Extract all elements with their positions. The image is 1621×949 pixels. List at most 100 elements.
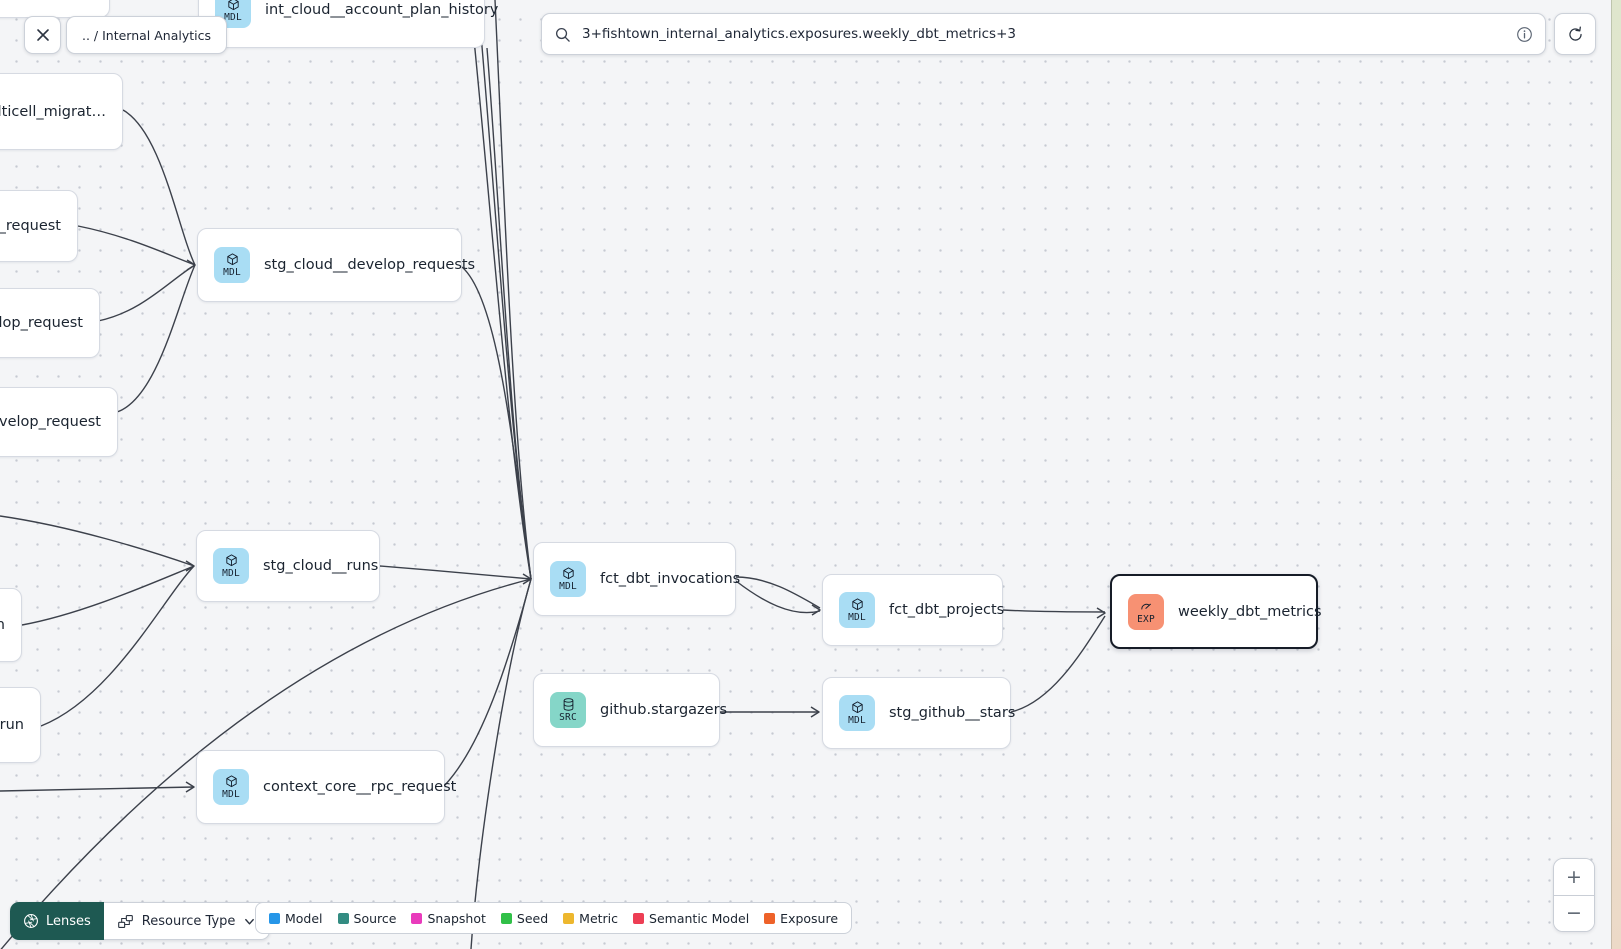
node-label: p_request (0, 218, 61, 234)
edge-arrowhead-icon (810, 706, 820, 718)
edge-arrowhead-icon (185, 560, 195, 572)
close-icon (36, 29, 49, 41)
node-label: multicell_migrat… (0, 103, 106, 120)
lineage-edge (486, 47, 532, 580)
node-label: stg_github__stars (889, 705, 1016, 721)
lineage-edge (735, 576, 821, 609)
lenses-label: Lenses (46, 913, 91, 929)
node-label: run (0, 717, 24, 733)
legend-label: Seed (516, 910, 549, 926)
lineage-edge (1002, 609, 1106, 613)
node-label: int_cloud__account_plan_history (265, 2, 499, 18)
graph-node-github-stargazers[interactable]: SRC github.stargazers (533, 673, 727, 747)
node-label: github.stargazers (600, 702, 728, 718)
legend-swatch (337, 912, 349, 924)
window-edge-strip (1611, 0, 1621, 949)
node-label: weekly_dbt_metrics (1178, 603, 1322, 620)
cube-icon: MDL (550, 561, 586, 597)
cube-icon: MDL (839, 695, 875, 731)
legend-item: Semantic Model (633, 911, 749, 926)
node-label: velop_request (0, 315, 83, 331)
lineage-edge (469, 0, 532, 580)
graph-node-run-partial[interactable]: run (0, 687, 41, 763)
lenses-button[interactable]: Lenses (10, 902, 104, 940)
legend-label: Source (353, 910, 397, 926)
lineage-edge (0, 786, 195, 792)
lineage-edge (97, 264, 196, 322)
lineage-edge (444, 578, 532, 786)
legend-item: Snapshot (411, 910, 486, 926)
resource-type-legend: Model Source Snapshot Seed Metric Semantic Mo… (255, 902, 853, 934)
close-button[interactable] (24, 16, 61, 54)
edge-arrowhead-icon (1096, 607, 1106, 619)
graph-node-weekly-dbt-metrics[interactable]: EXP weekly_dbt_metrics (1110, 574, 1322, 649)
graph-node-stg-cloud-develop-requests[interactable]: MDL stg_cloud__develop_requests (197, 228, 475, 302)
graph-node-develop-request[interactable]: develop_request (0, 387, 118, 457)
edge-arrowhead-icon (811, 604, 821, 616)
node-label: stg_cloud__develop_requests (264, 257, 476, 273)
legend-label: Metric (579, 910, 619, 926)
info-icon[interactable] (1516, 26, 1533, 43)
cube-icon: MDL (213, 769, 249, 805)
node-label: develop_request (0, 414, 101, 430)
legend-item: Model (269, 911, 323, 926)
node-label: stg_cloud__runs (263, 558, 379, 574)
breadcrumb[interactable]: .. / Internal Analytics (66, 16, 228, 54)
lineage-edge (494, 0, 532, 580)
graph-node-n-partial[interactable]: n (0, 588, 22, 662)
edge-arrowhead-icon (522, 573, 532, 585)
node-label: fct_dbt_invocations (600, 571, 741, 587)
search-input[interactable] (580, 25, 1507, 43)
zoom-controls: + − (1553, 858, 1595, 932)
resource-type-icon (117, 914, 133, 928)
cube-icon: MDL (214, 247, 250, 283)
zoom-in-button[interactable]: + (1554, 859, 1594, 896)
node-label: context_core__rpc_request (263, 779, 457, 795)
graph-node-multicell-migrat[interactable]: multicell_migrat… (0, 73, 123, 150)
legend-swatch (563, 912, 575, 924)
lineage-edge (1010, 615, 1106, 713)
edge-arrowhead-icon (186, 259, 196, 271)
graph-node-p-request[interactable]: p_request (0, 190, 78, 262)
refresh-button[interactable] (1554, 13, 1596, 55)
graph-node-stg-github-stars[interactable]: MDL stg_github__stars (822, 677, 1015, 749)
cube-icon: MDL (213, 548, 249, 584)
search-bar[interactable] (541, 13, 1546, 55)
chevron-down-icon (245, 918, 255, 925)
legend-label: Model (285, 910, 323, 926)
lineage-edge (116, 264, 196, 413)
lenses-bar: Lenses Resource Type (10, 902, 271, 940)
zoom-out-button[interactable]: − (1554, 895, 1594, 931)
legend-item: Source (337, 910, 397, 926)
edge-arrowhead-icon (185, 781, 195, 793)
legend-swatch (633, 912, 645, 924)
legend-label: Exposure (780, 910, 839, 926)
legend-label: Snapshot (427, 910, 486, 926)
legend-swatch (500, 912, 512, 924)
gauge-icon: EXP (1128, 593, 1164, 630)
database-icon: SRC (550, 692, 586, 728)
resource-type-button[interactable]: Resource Type (103, 902, 271, 940)
lineage-edge (735, 580, 821, 614)
graph-node-velop-request[interactable]: velop_request (0, 288, 100, 358)
legend-item: Metric (563, 911, 618, 926)
lens-aperture-icon (24, 914, 38, 928)
resource-type-label: Resource Type (141, 913, 236, 929)
lineage-edge (21, 565, 195, 626)
graph-node-fct-dbt-invocations[interactable]: MDL fct_dbt_invocations (533, 542, 740, 616)
legend-item: Seed (500, 910, 549, 926)
lineage-edge (77, 225, 196, 266)
legend-item: Exposure (764, 911, 838, 926)
breadcrumb-label: .. / Internal Analytics (82, 27, 212, 43)
graph-node-context-core-rpc-request[interactable]: MDL context_core__rpc_request (196, 750, 456, 824)
node-label: n (0, 617, 5, 633)
refresh-icon (1568, 26, 1582, 41)
legend-swatch (269, 912, 280, 924)
graph-node-stg-cloud-runs[interactable]: MDL stg_cloud__runs (196, 530, 380, 602)
legend-swatch (411, 912, 423, 924)
lineage-edge (470, 578, 532, 949)
lineage-edge (40, 565, 195, 727)
